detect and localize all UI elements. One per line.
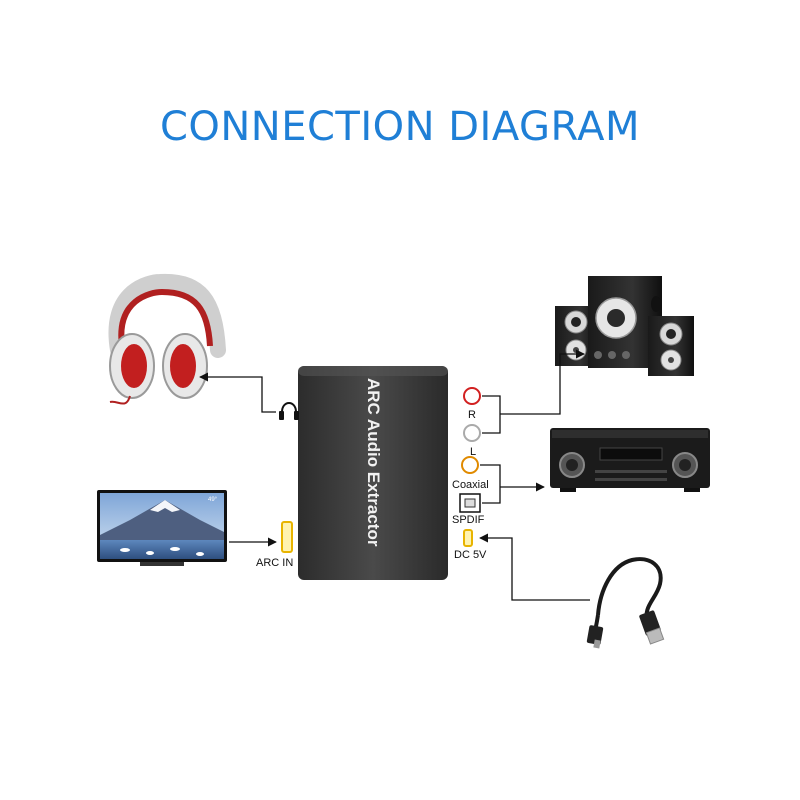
amplifier-image bbox=[550, 428, 710, 492]
arc-in-port bbox=[281, 521, 293, 553]
usb-cable-image bbox=[586, 557, 665, 649]
l-label: L bbox=[470, 446, 476, 458]
speakers-connection-arrow bbox=[500, 349, 585, 415]
l-port bbox=[463, 424, 481, 442]
arc-audio-extractor-device: ARC Audio Extractor bbox=[298, 366, 448, 580]
speakers-image bbox=[555, 276, 694, 376]
device-name: ARC Audio Extractor bbox=[364, 378, 383, 547]
tv-temperature: 49° bbox=[208, 497, 218, 503]
connector-lines bbox=[199, 349, 590, 601]
r-port bbox=[463, 387, 481, 405]
arc-in-label: ARC IN bbox=[256, 557, 293, 569]
headphone-connection-arrow bbox=[199, 372, 276, 413]
power-connection-arrow bbox=[479, 533, 590, 601]
dc-5v-port bbox=[463, 529, 473, 547]
headphones-image bbox=[108, 273, 226, 405]
dc-5v-label: DC 5V bbox=[454, 549, 487, 561]
headphone-jack-icon bbox=[279, 402, 299, 420]
tv-image: 49° bbox=[97, 490, 227, 566]
diagram-title: CONNECTION DIAGRAM bbox=[159, 104, 641, 150]
r-label: R bbox=[468, 409, 476, 421]
coax-spdif-bracket bbox=[480, 464, 501, 504]
rl-bracket bbox=[482, 395, 501, 434]
coaxial-port bbox=[461, 456, 479, 474]
coaxial-label: Coaxial bbox=[452, 479, 489, 491]
spdif-label: SPDIF bbox=[452, 514, 485, 526]
